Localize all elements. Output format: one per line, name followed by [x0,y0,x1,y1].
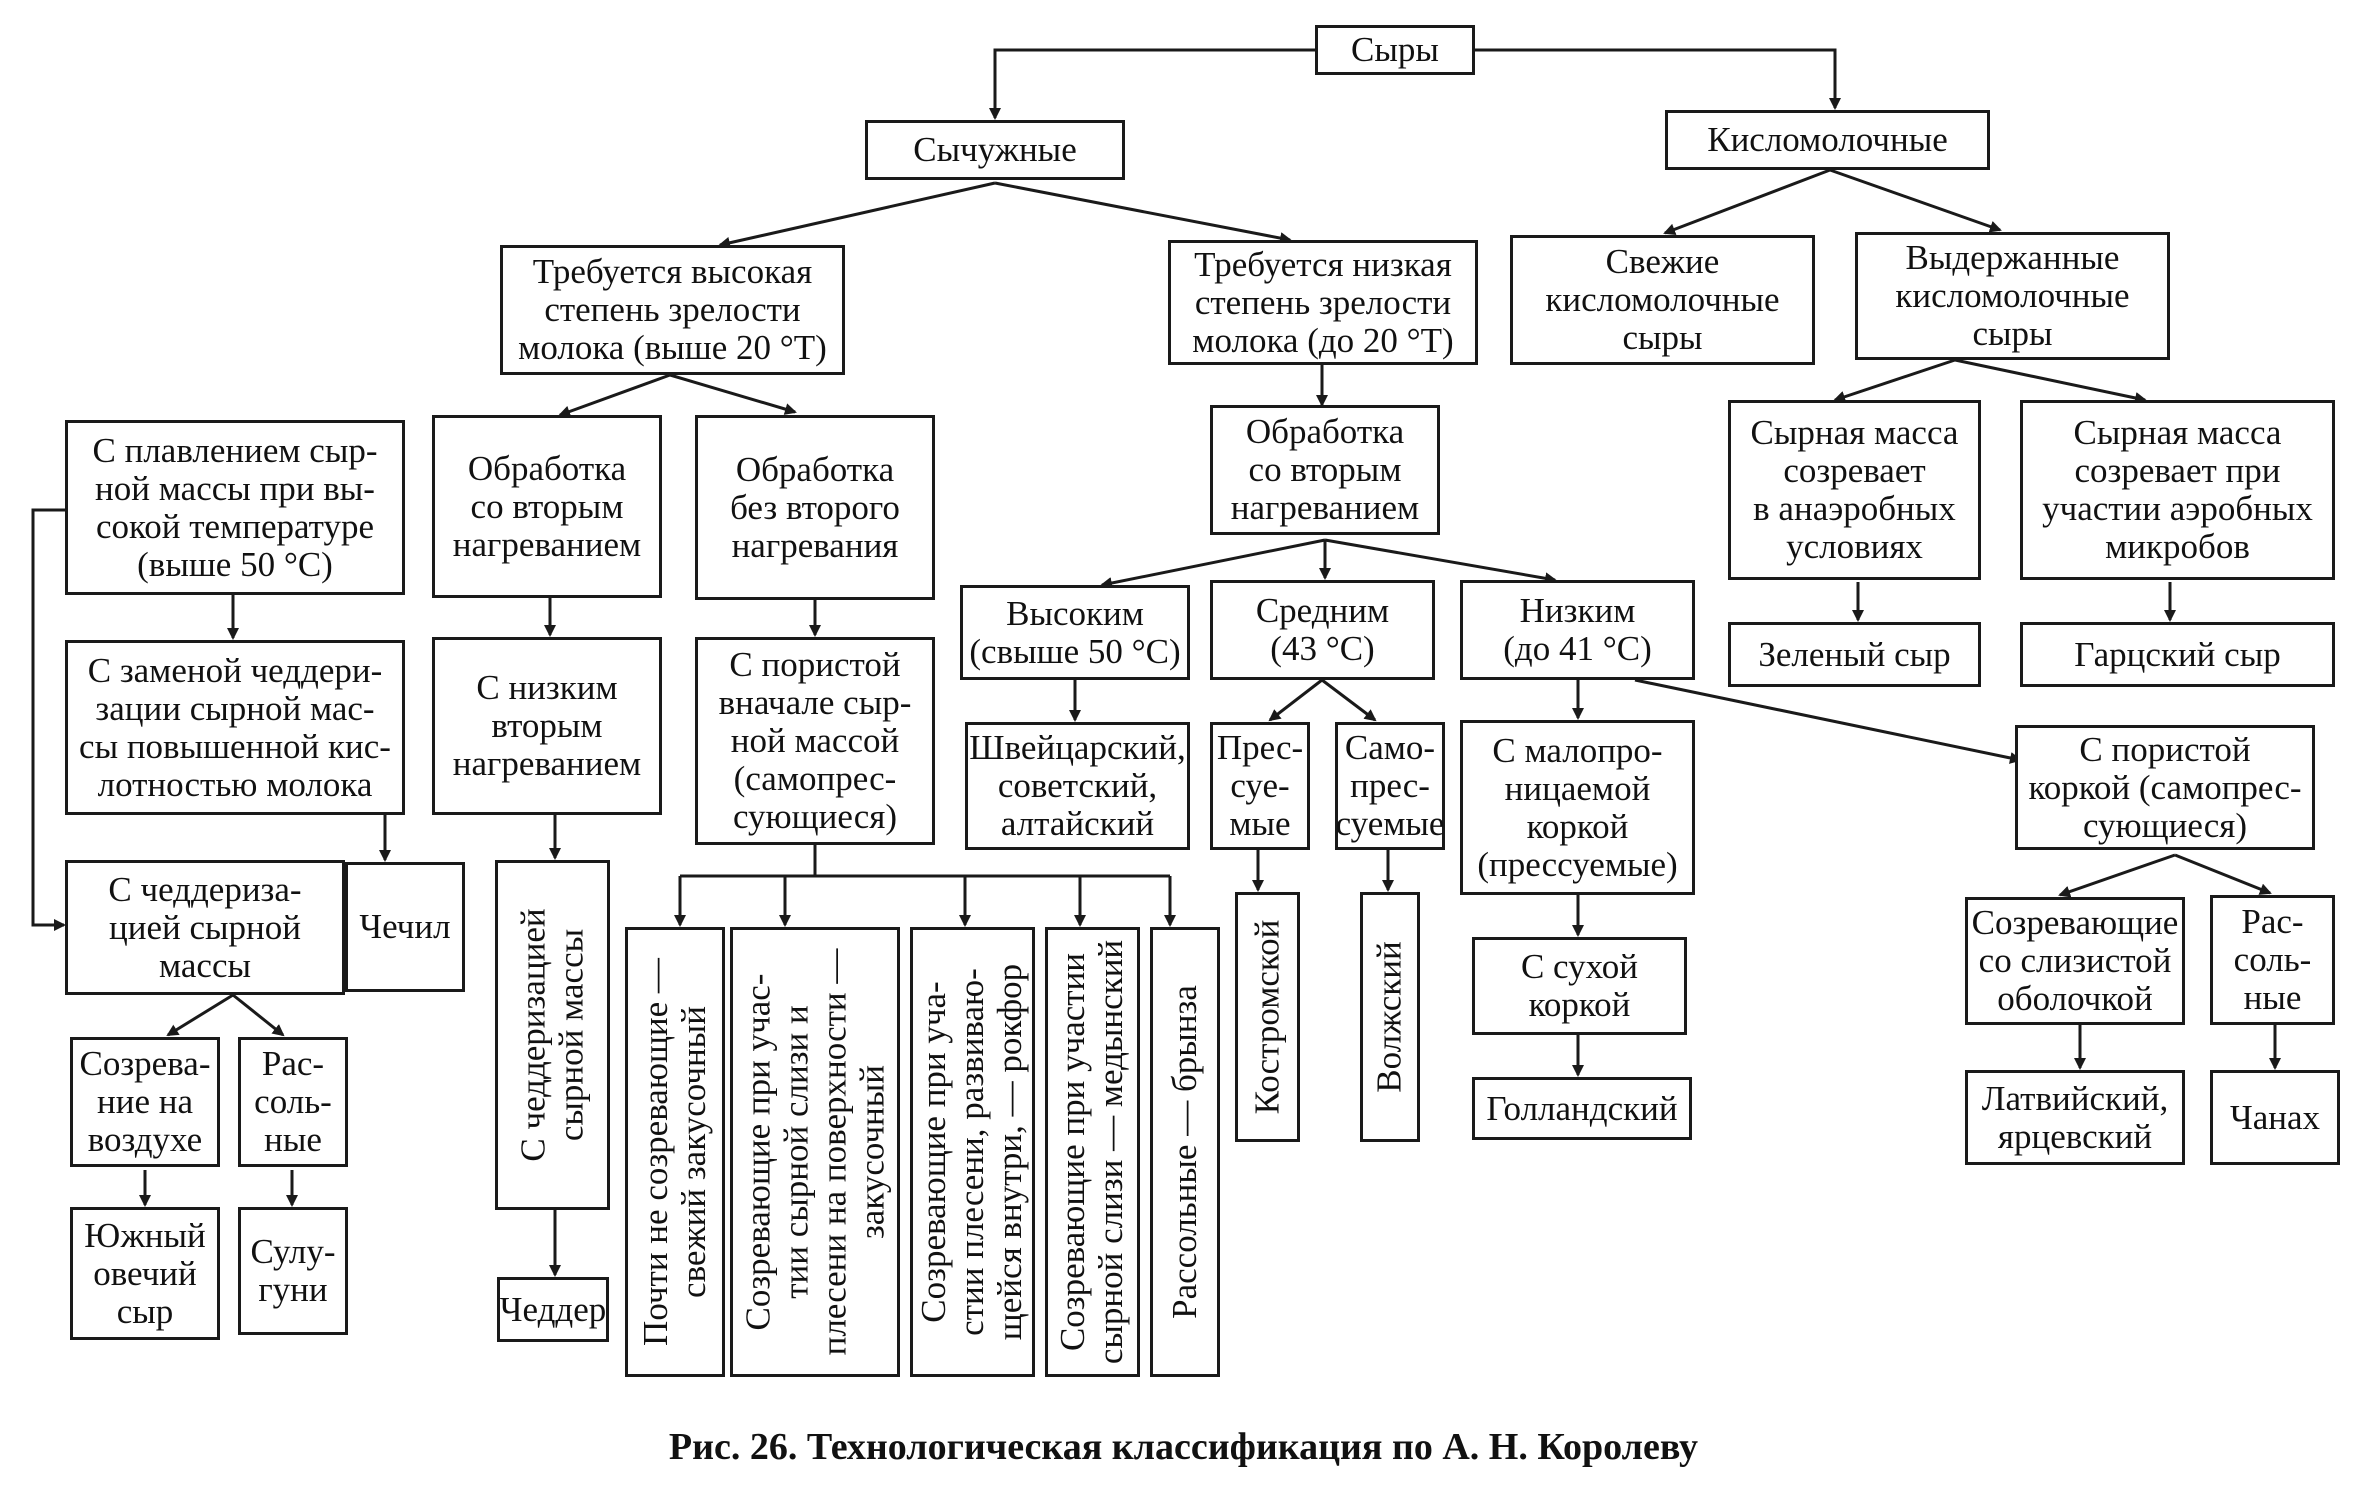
node-cheddarized-mass: С чеддеризацией сырной массы [495,860,610,1210]
node-chechil: Чечил [345,862,465,992]
node-porous-rind: С пористой коркой (самопрес- сующиеся) [2015,725,2315,850]
edge-aged-anaerobic [1833,358,1956,403]
edge-aged-aerobic [1954,358,2147,404]
node-cheeses: Сыры [1315,25,1475,75]
node-chanakh: Чанах [2210,1070,2340,1165]
node-ripening-mucus: Созревающие при участии сырной слизи — м… [1045,927,1140,1377]
edge-rennet-high [718,181,996,249]
node-low-perm-rind: С малопро- ницаемой коркой (прессуемые) [1460,720,1695,895]
node-dry-rind: С сухой коркой [1472,937,1687,1035]
node-brine-brynza: Рассольные — брынза [1150,927,1220,1377]
node-suluguni: Сулу- гуни [238,1207,348,1335]
node-low-maturity: Требуется низкая степень зрелости молока… [1168,240,1478,365]
node-air-ripening: Созрева- ние на воздухе [70,1037,220,1167]
node-anaerobic: Сырная масса созревает в анаэробных усло… [1728,400,1981,580]
node-brine-b: Рас- соль- ные [2210,895,2335,1025]
node-southern-sheep: Южный овечий сыр [70,1207,220,1340]
node-hollandic: Голландский [1472,1077,1692,1140]
node-aged-sour: Выдержанные кисломолочные сыры [1855,232,2170,360]
node-ripening-mold-inside: Созревающие при уча- стии плесени, разви… [910,927,1035,1377]
node-sour-milk: Кисломолочные [1665,110,1990,170]
edge-low-porousrind [1634,678,2022,764]
node-mucous-coat: Созревающие со слизистой оболочкой [1965,897,2185,1025]
node-cheddarization: С чеддериза- цией сырной массы [65,860,345,995]
node-brine-a: Рас- соль- ные [238,1037,348,1167]
node-porous-self: С пористой вначале сыр- ной массой (само… [695,637,935,845]
node-acid-replace: С заменой чеддери- зации сырной мас- сы … [65,640,405,815]
edge-porousrind-brine [2174,853,2272,895]
edge-ched-brine [232,993,285,1037]
node-rennet: Сычужные [865,120,1125,180]
node-second-heating-b: Обработка со вторым нагреванием [1210,405,1440,535]
edge-sour-fresh [1663,168,1831,236]
edge-high-second [558,373,671,418]
node-latvian: Латвийский, ярцевский [1965,1070,2185,1165]
node-no-second-heating: Обработка без второго нагревания [695,415,935,600]
figure-caption: Рис. 26. Технологическая классификация п… [668,1426,1699,1468]
node-self-pressed: Само- прес- суемые [1335,722,1445,850]
edge-rennet-low [994,181,1292,244]
node-kostroma: Костромской [1235,892,1300,1142]
node-second-heating-a: Обработка со вторым нагреванием [432,415,662,598]
node-harz-cheese: Гарцский сыр [2020,622,2335,687]
node-cheddar: Чеддер [497,1277,609,1342]
edge-sour-aged [1829,168,2002,233]
edge-ched-air [166,993,234,1037]
node-mid-temp: Средним (43 °С) [1210,580,1435,680]
node-melting: С плавлением сыр- ной массы при вы- соко… [65,420,405,595]
node-high-temp: Высоким (свыше 50 °С) [960,585,1190,680]
edge-mid-selfpressed [1321,678,1377,722]
node-low-second-heating: С низким вторым нагреванием [432,637,662,815]
edge-porous-bus [680,845,1170,878]
node-green-cheese: Зеленый сыр [1728,622,1981,687]
edge-high-nosecond [669,373,797,415]
edge-root-sour [1475,48,1841,110]
edge-melting-cheddarization [31,508,66,931]
edge-secondb-low [1324,538,1557,585]
edge-mid-pressed [1268,678,1323,722]
node-pressed: Прес- суе- мые [1210,722,1310,850]
node-aerobic: Сырная масса созревает при участии аэроб… [2020,400,2335,580]
node-swiss: Швейцарский, советский, алтайский [965,722,1190,850]
edge-root-rennet [989,48,1315,120]
edge-secondb-high [1100,538,1326,589]
node-low-temp: Низким (до 41 °С) [1460,580,1695,680]
node-fresh-sour: Свежие кисломолочные сыры [1510,235,1815,365]
node-volga: Волжский [1360,892,1420,1142]
node-almost-not-ripening: Почти не созревающие — свежий закусочный [625,927,725,1377]
edge-porousrind-mucous [2058,853,2176,898]
node-high-maturity: Требуется высокая степень зрелости молок… [500,245,845,375]
node-ripening-mucus-mold: Созревающие при учас- тии сырной слизи и… [730,927,900,1377]
